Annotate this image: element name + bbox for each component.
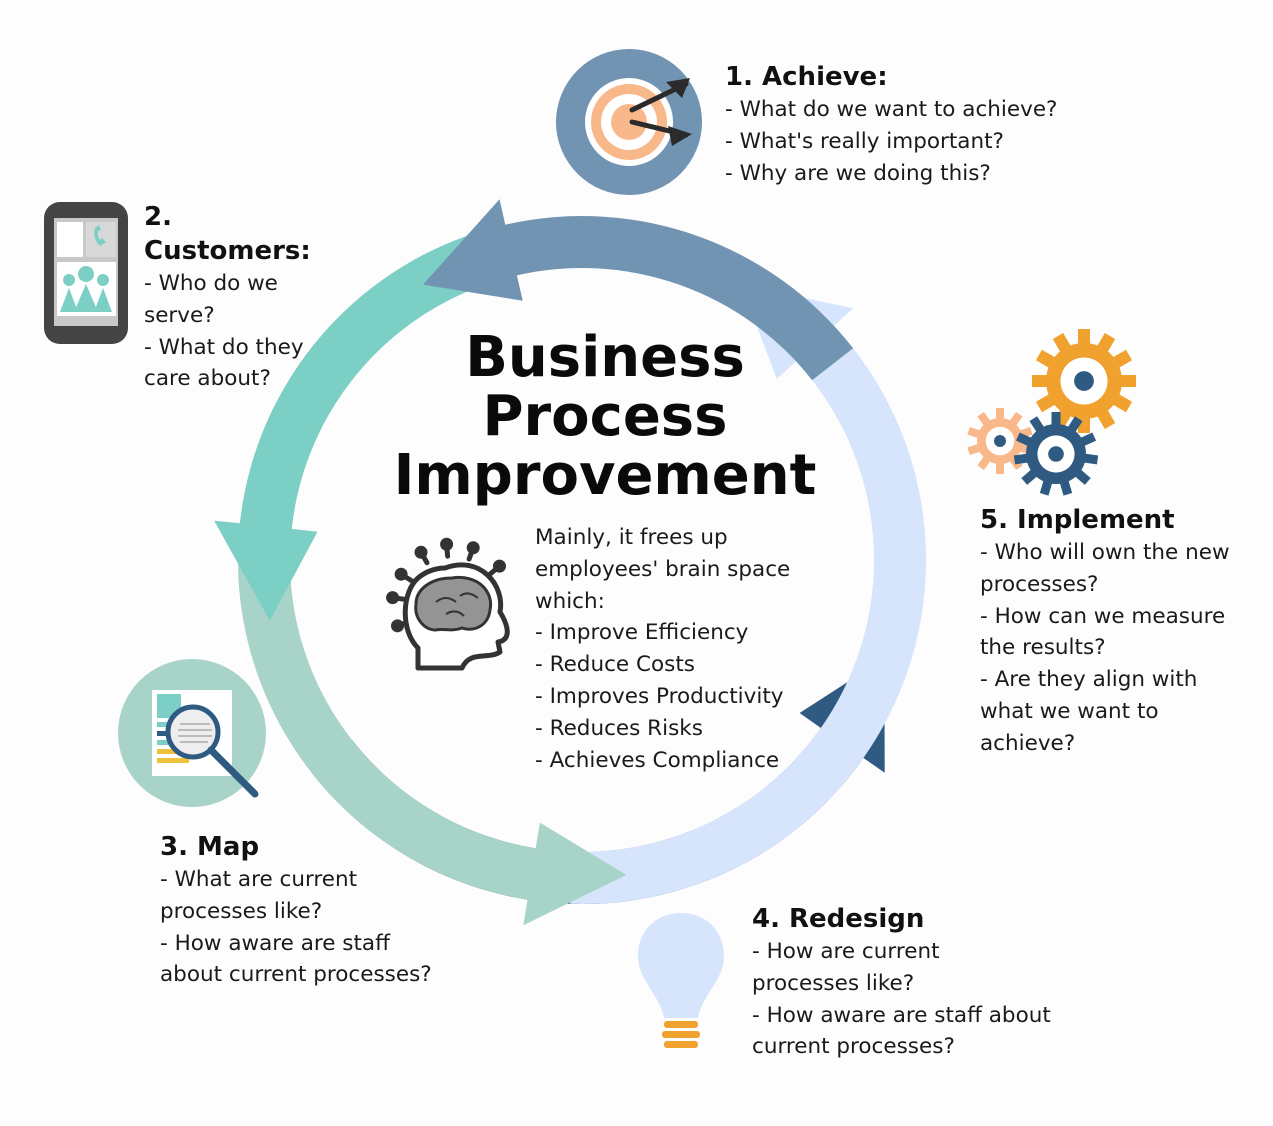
step-customers: 2. Customers: - Who do we serve? - What … bbox=[144, 200, 344, 395]
step-achieve: 1. Achieve: - What do we want to achieve… bbox=[725, 60, 1105, 189]
tablet-people-icon bbox=[44, 202, 128, 344]
title-line: Process bbox=[482, 384, 728, 449]
step-line: - How are current bbox=[752, 939, 940, 964]
step-line: the results? bbox=[980, 635, 1106, 661]
intro-line: Mainly, it frees up bbox=[535, 525, 728, 550]
step-line: processes like? bbox=[752, 970, 915, 996]
step-line: processes? bbox=[980, 571, 1099, 597]
title-line: Improvement bbox=[393, 443, 817, 508]
benefit-item: - Reduces Risks bbox=[535, 715, 703, 741]
step-line: current processes? bbox=[752, 1034, 955, 1060]
step-implement: 5. Implement - Who will own the new proc… bbox=[980, 503, 1270, 760]
step-title: 1. Achieve: bbox=[725, 62, 888, 92]
large-gear-icon bbox=[1032, 329, 1136, 433]
benefit-item: - Reduce Costs bbox=[535, 652, 695, 678]
benefit-item: - Improves Productivity bbox=[535, 683, 784, 709]
step-line: - What do we want to achieve? bbox=[725, 97, 1058, 122]
step-title: 4. Redesign bbox=[752, 904, 925, 934]
step-line: - How can we measure bbox=[980, 603, 1226, 629]
benefit-item: - Achieves Compliance bbox=[535, 747, 780, 773]
gears-icon bbox=[967, 329, 1136, 496]
title-line: Business bbox=[465, 325, 745, 390]
step-title: 3. Map bbox=[160, 832, 260, 862]
step-line: achieve? bbox=[980, 730, 1076, 756]
step-line: - What do they bbox=[144, 334, 304, 360]
step-line: what we want to bbox=[980, 698, 1159, 724]
intro-line: employees' brain space bbox=[535, 556, 791, 582]
step-line: processes like? bbox=[160, 898, 323, 924]
step-map: 3. Map - What are current processes like… bbox=[160, 830, 490, 991]
step-line: - Are they align with bbox=[980, 667, 1198, 693]
benefits-block: Mainly, it frees up employees' brain spa… bbox=[535, 522, 835, 776]
arrow-redesign-to-implement bbox=[570, 284, 927, 905]
step-line: - How aware are staff bbox=[160, 930, 390, 956]
step-line: - What are current bbox=[160, 867, 358, 892]
step-title: 5. Implement bbox=[980, 505, 1175, 535]
head-brain-icon bbox=[386, 537, 510, 671]
intro-line: which: bbox=[535, 588, 605, 614]
cycle-arrows bbox=[214, 199, 927, 926]
arrow-map-to-redesign bbox=[237, 403, 627, 926]
benefit-item: - Improve Efficiency bbox=[535, 620, 749, 646]
lightbulb-icon bbox=[638, 913, 724, 1048]
step-line: - How aware are staff about bbox=[752, 1002, 1051, 1028]
arrow-achieve-to-customers bbox=[423, 199, 854, 381]
step-line: - Why are we doing this? bbox=[725, 160, 991, 186]
step-line: - What's really important? bbox=[725, 128, 1004, 154]
page-title: Business Process Improvement bbox=[360, 328, 850, 505]
document-magnifier-icon bbox=[118, 659, 266, 807]
arrow-customers-to-map bbox=[214, 226, 512, 621]
step-redesign: 4. Redesign - How are current processes … bbox=[752, 902, 1112, 1063]
step-title: 2. Customers: bbox=[144, 202, 311, 266]
medium-gear-icon bbox=[1013, 412, 1099, 496]
target-icon bbox=[556, 49, 702, 195]
step-line: about current processes? bbox=[160, 962, 432, 988]
step-line: - Who will own the new bbox=[980, 540, 1230, 565]
step-line: - Who do we bbox=[144, 271, 278, 296]
step-line: care about? bbox=[144, 366, 271, 392]
step-line: serve? bbox=[144, 302, 215, 328]
